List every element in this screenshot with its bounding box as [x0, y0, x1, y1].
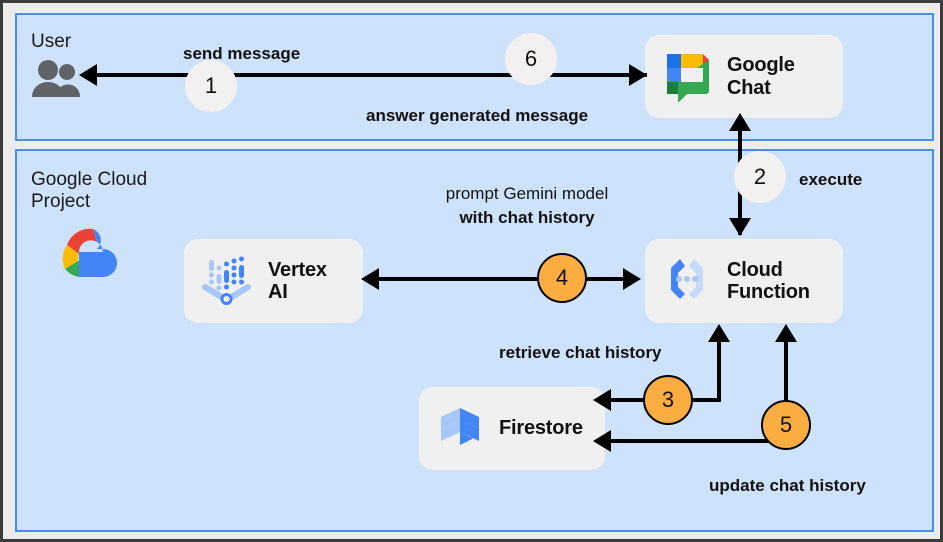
firestore-icon — [433, 399, 487, 458]
connector-5-vertical — [784, 338, 788, 442]
step-badge-6[interactable]: 6 — [505, 33, 557, 85]
cloud-function-icon — [659, 251, 715, 312]
node-google-chat[interactable]: Google Chat — [645, 35, 843, 118]
arrowhead-to-firestore-3 — [593, 389, 611, 411]
node-vertex-ai[interactable]: Vertex AI — [184, 239, 363, 323]
vertex-ai-icon — [198, 250, 256, 313]
panel-user: User Google Chat — [15, 13, 934, 141]
arrowhead-to-firestore-5 — [593, 430, 611, 452]
step-badge-2[interactable]: 2 — [734, 151, 786, 203]
edge-label-retrieve-chat-history: retrieve chat history — [499, 343, 662, 362]
node-cloud-function-label: Cloud Function — [727, 258, 810, 303]
edge-label-prompt-line2: with chat history — [459, 208, 595, 227]
step-badge-5[interactable]: 5 — [761, 400, 811, 450]
edge-label-answer-generated-message: answer generated message — [366, 106, 589, 125]
node-firestore[interactable]: Firestore — [419, 387, 605, 470]
node-cloud-function[interactable]: Cloud Function — [645, 239, 843, 323]
connector-chat-to-user — [96, 73, 647, 77]
arrowhead-to-cloud-function-from-vertex — [623, 268, 641, 290]
google-chat-icon — [659, 46, 715, 107]
connector-5-horizontal — [610, 439, 788, 443]
arrowhead-to-google-chat — [629, 64, 647, 86]
node-google-chat-label: Google Chat — [727, 54, 795, 99]
connector-3-vertical — [717, 338, 721, 402]
arrowhead-up-to-google-chat — [729, 113, 751, 131]
users-icon — [30, 59, 82, 104]
arrowhead-to-vertex-ai — [361, 268, 379, 290]
step-badge-4[interactable]: 4 — [537, 253, 587, 303]
panel-user-title: User — [31, 31, 72, 52]
edge-label-send-message: send message — [183, 44, 301, 63]
edge-label-execute: execute — [799, 170, 863, 189]
node-vertex-ai-label: Vertex AI — [268, 258, 327, 303]
arrowhead-up-to-cloud-function-3 — [708, 324, 730, 342]
google-cloud-icon — [53, 225, 119, 286]
arrowhead-down-to-cloud-function — [729, 218, 751, 236]
arrowhead-to-user — [79, 64, 97, 86]
arrowhead-up-to-cloud-function-5 — [775, 324, 797, 342]
step-badge-3[interactable]: 3 — [643, 375, 693, 425]
edge-label-update-chat-history: update chat history — [709, 476, 866, 495]
step-badge-1[interactable]: 1 — [185, 60, 237, 112]
connector-vertexai-cloudfunction — [378, 277, 626, 281]
edge-label-prompt-line1: prompt Gemini model — [445, 184, 609, 203]
node-firestore-label: Firestore — [499, 417, 583, 440]
panel-gcp-title: Google Cloud Project — [31, 169, 148, 212]
